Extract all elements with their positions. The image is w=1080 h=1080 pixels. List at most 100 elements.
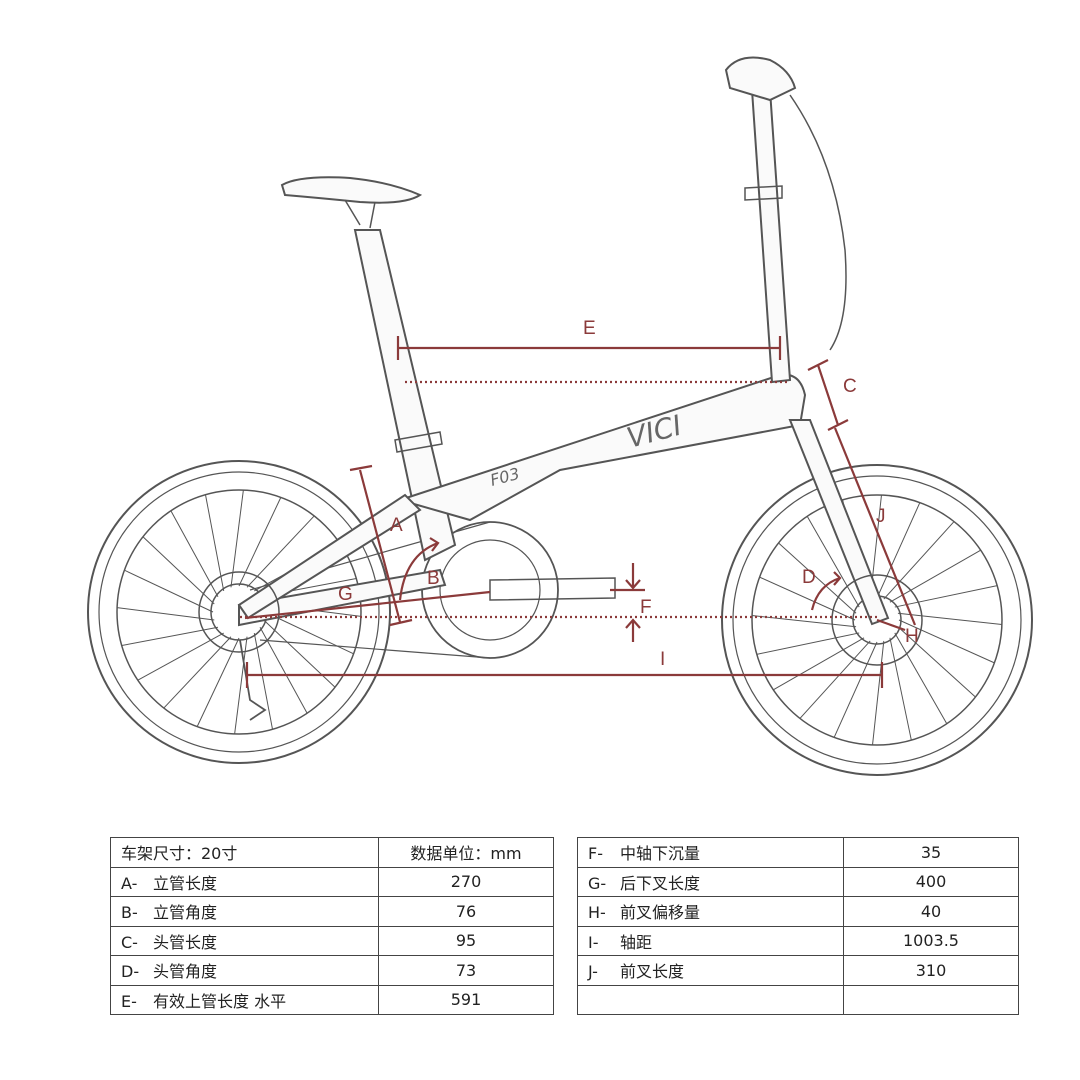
spoke	[778, 542, 857, 614]
row-code: B-	[121, 903, 138, 923]
seat-tube	[353, 229, 457, 562]
spoke	[163, 636, 232, 709]
spoke	[253, 632, 274, 730]
row-value: 591	[378, 984, 554, 1015]
label-j: J	[876, 506, 886, 527]
spoke	[124, 569, 214, 613]
bike-geometry-diagram: VICI F03 A B C D E F G H I J	[87, 56, 1033, 776]
row-name: 有效上管长度 水平	[153, 991, 287, 1011]
spoke	[897, 612, 1002, 625]
label-a: A	[390, 515, 403, 536]
dimension-f	[610, 563, 645, 642]
table-row-empty	[577, 984, 1019, 1015]
spoke	[897, 626, 976, 698]
dimension-b	[398, 537, 440, 601]
dimension-e	[396, 336, 782, 360]
spoke	[894, 632, 948, 724]
crank-arm	[489, 577, 616, 601]
row-name: 前叉偏移量	[620, 903, 701, 923]
label-i: I	[660, 649, 665, 670]
spoke	[833, 641, 878, 738]
row-code: E-	[121, 991, 137, 1011]
main-frame	[396, 373, 807, 522]
spoke	[238, 497, 282, 587]
row-name: 前叉长度	[620, 962, 685, 982]
row-code: G-	[588, 873, 607, 893]
frame-size-label: 车架尺寸：20寸	[110, 837, 379, 868]
spoke	[121, 626, 219, 647]
spoke	[204, 494, 225, 592]
label-d: D	[802, 567, 816, 588]
handlebar	[724, 56, 797, 102]
row-value: 76	[378, 896, 554, 927]
spoke	[759, 576, 856, 621]
spoke	[246, 515, 315, 588]
dimension-j	[833, 427, 917, 626]
row-code: J-	[588, 962, 598, 982]
spoke	[889, 637, 912, 741]
spoke	[234, 636, 248, 734]
bike-sketch: VICI F03	[87, 56, 1033, 776]
spoke	[756, 632, 860, 655]
spoke	[137, 632, 224, 681]
dimension-c	[807, 359, 849, 431]
spoke	[894, 585, 998, 608]
dimension-h	[876, 618, 906, 632]
dimension-lines	[240, 336, 917, 688]
table-header-row: 车架尺寸：20寸 数据单位：mm	[110, 837, 554, 868]
spoke	[773, 637, 865, 691]
spoke	[898, 619, 995, 664]
table-row: E- 有效上管长度 水平 591	[110, 984, 554, 1015]
spoke	[872, 640, 885, 745]
spoke	[752, 615, 857, 628]
row-name: 中轴下沉量	[620, 844, 701, 864]
row-code: F-	[588, 844, 603, 864]
label-b: B	[427, 568, 440, 589]
spoke	[806, 516, 860, 608]
row-code: C-	[121, 932, 138, 952]
unit-label: 数据单位：mm	[378, 837, 554, 868]
row-code: H-	[588, 903, 606, 923]
chainstay	[238, 568, 447, 627]
dimension-letters: A B C D E F G H I J	[338, 318, 919, 670]
row-name: 后下叉长度	[620, 873, 701, 893]
spoke	[876, 502, 921, 599]
spoke	[889, 549, 981, 603]
row-code: A-	[121, 873, 138, 893]
table-row: B- 立管角度 76	[110, 896, 554, 927]
row-name: 头管长度	[153, 932, 218, 952]
spoke	[142, 536, 215, 605]
spoke	[196, 637, 240, 727]
table-row: G- 后下叉长度 400	[577, 866, 1019, 897]
row-value: 1003.5	[843, 925, 1019, 956]
spoke	[117, 607, 215, 621]
table-row: I- 轴距 1003.5	[577, 925, 1019, 956]
row-name: 立管长度	[153, 873, 218, 893]
label-h: H	[905, 626, 919, 647]
spoke	[259, 627, 308, 714]
spoke	[230, 490, 244, 588]
row-name: 轴距	[620, 932, 653, 952]
row-value: 73	[378, 955, 554, 986]
row-value: 400	[843, 866, 1019, 897]
label-g: G	[338, 584, 353, 605]
label-c: C	[843, 376, 857, 397]
dimension-g	[244, 590, 491, 620]
spoke	[264, 611, 354, 655]
fork	[788, 419, 890, 626]
spoke	[799, 640, 871, 719]
label-f: F	[640, 597, 652, 618]
dimension-i	[245, 662, 884, 688]
row-name: 立管角度	[153, 903, 218, 923]
label-e: E	[583, 318, 596, 339]
saddle	[280, 176, 423, 204]
row-code: I-	[588, 932, 599, 952]
row-value: 310	[843, 955, 1019, 986]
